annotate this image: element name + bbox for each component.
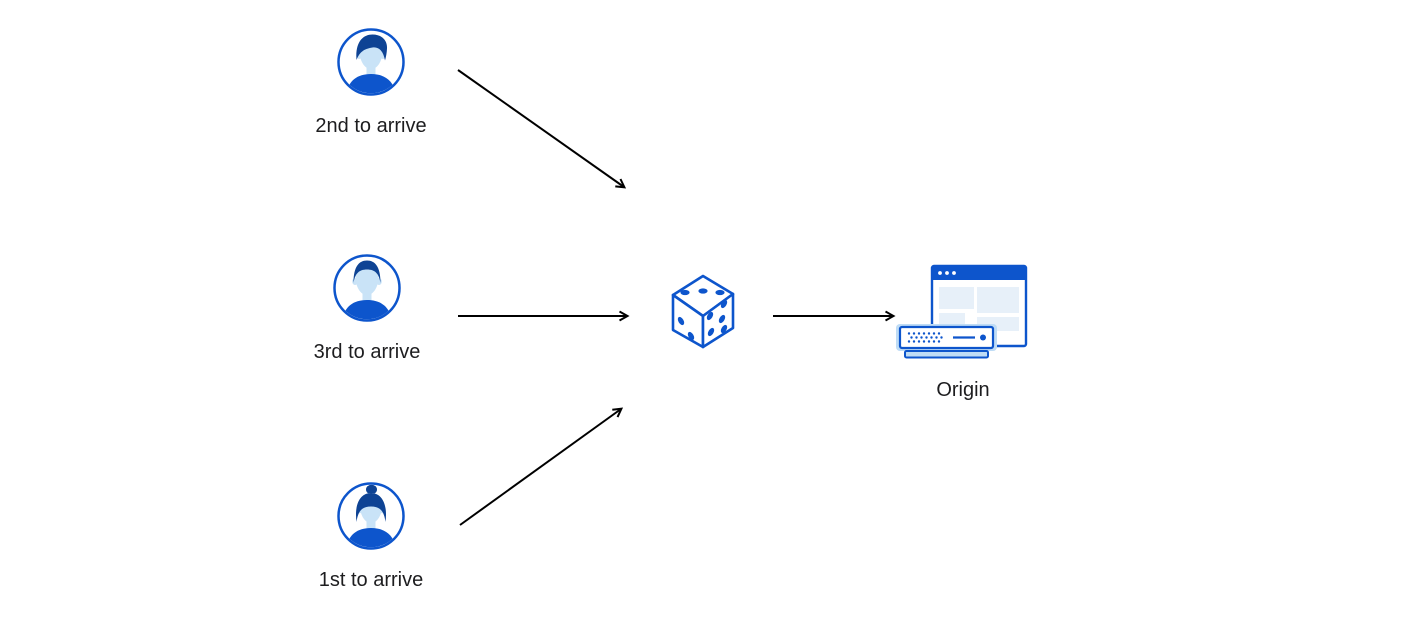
dice-icon	[671, 274, 735, 349]
arrow-client1-to-dice	[459, 407, 624, 526]
avatar-man-short-hair-icon	[333, 254, 401, 322]
client-label: 2nd to arrive	[315, 115, 427, 137]
avatar-woman-bun-hair-icon	[337, 482, 405, 550]
randomizer-node	[670, 272, 736, 352]
avatar-man-swept-hair-icon	[337, 28, 405, 96]
client-label: 1st to arrive	[318, 569, 424, 591]
arrow-client2-to-dice	[457, 69, 627, 189]
client-node-3rd: 3rd to arrive	[292, 253, 442, 365]
client-label: 3rd to arrive	[313, 341, 421, 363]
client-node-1st: 1st to arrive	[296, 481, 446, 593]
origin-node: Origin	[896, 262, 1030, 403]
client-node-2nd: 2nd to arrive	[296, 27, 446, 139]
origin-label: Origin	[936, 379, 990, 401]
origin-server-browser-icon	[896, 264, 1028, 359]
